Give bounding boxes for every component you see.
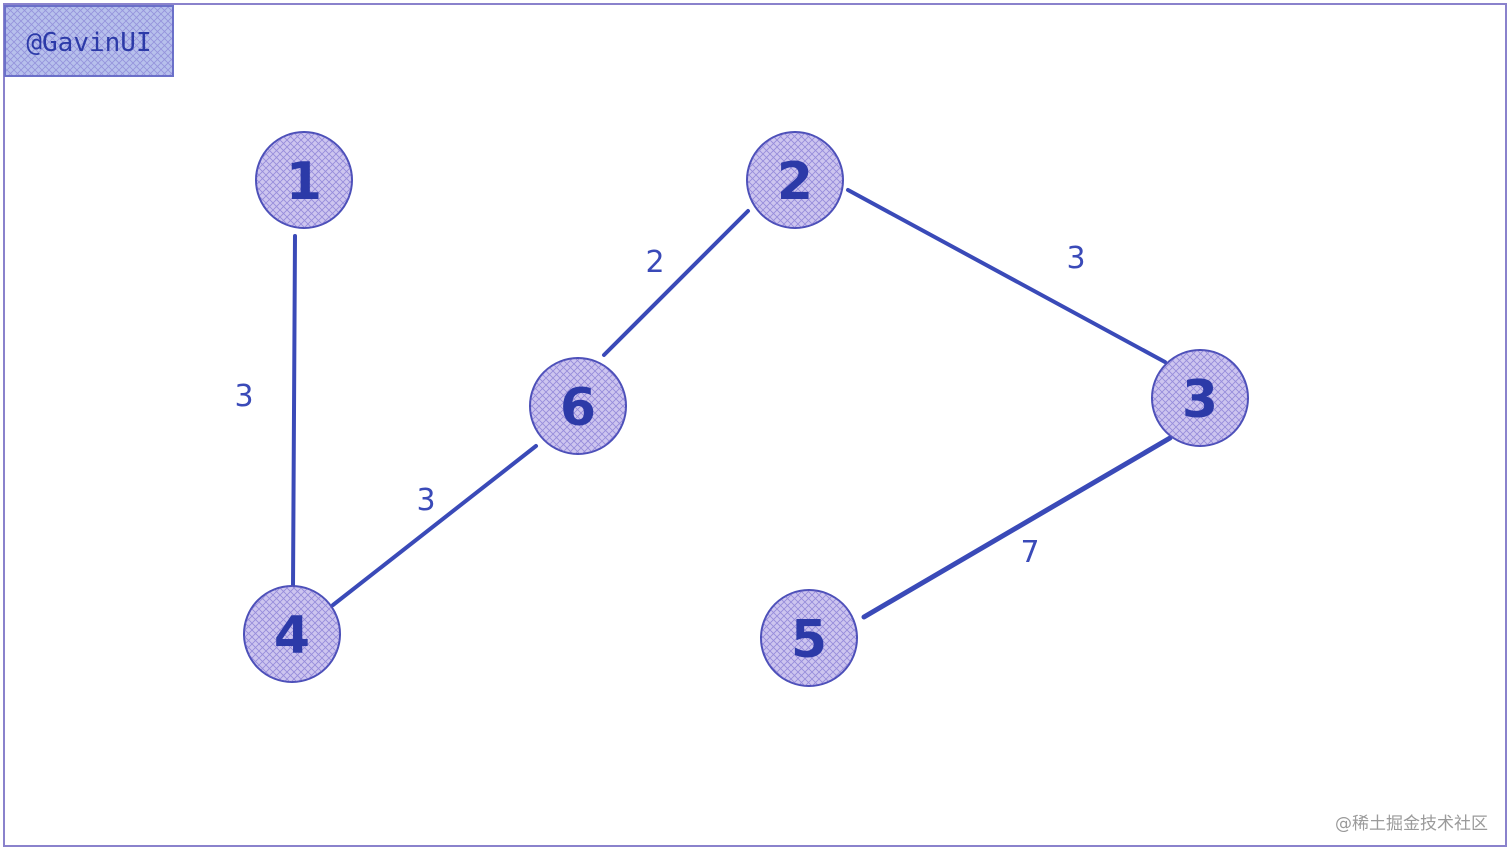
graph-node-1: 1: [255, 131, 353, 229]
node-label: 5: [791, 610, 827, 670]
edges-layer: [291, 188, 1173, 620]
edge-4-6: [331, 444, 538, 607]
graph-node-6: 6: [529, 357, 627, 455]
graph-node-3: 3: [1151, 349, 1249, 447]
node-label: 6: [560, 378, 596, 438]
edge-1-4: [291, 234, 297, 590]
node-label: 3: [1182, 370, 1218, 430]
edge-3-5: [861, 435, 1173, 620]
graph-node-5: 5: [760, 589, 858, 687]
brand-tag: @GavinUI: [4, 5, 174, 77]
node-label: 1: [286, 152, 322, 212]
graph-node-2: 2: [746, 131, 844, 229]
graph-node-4: 4: [243, 585, 341, 683]
edge-weight-label: 3: [416, 483, 435, 518]
diagram-frame: [3, 3, 1507, 847]
node-label: 4: [274, 606, 310, 666]
edge-2-3: [846, 188, 1167, 364]
edge-weight-label: 2: [645, 245, 664, 280]
edge-weight-label: 3: [1066, 241, 1085, 276]
brand-tag-text: @GavinUI: [26, 28, 151, 58]
edge-6-2: [602, 209, 750, 357]
watermark-text: @稀土掘金技术社区: [1335, 814, 1488, 834]
node-label: 2: [777, 152, 813, 212]
edge-labels-layer: 3 3 2 3 7: [234, 241, 1085, 570]
edge-weight-label: 3: [234, 379, 253, 414]
edge-weight-label: 7: [1020, 535, 1039, 570]
